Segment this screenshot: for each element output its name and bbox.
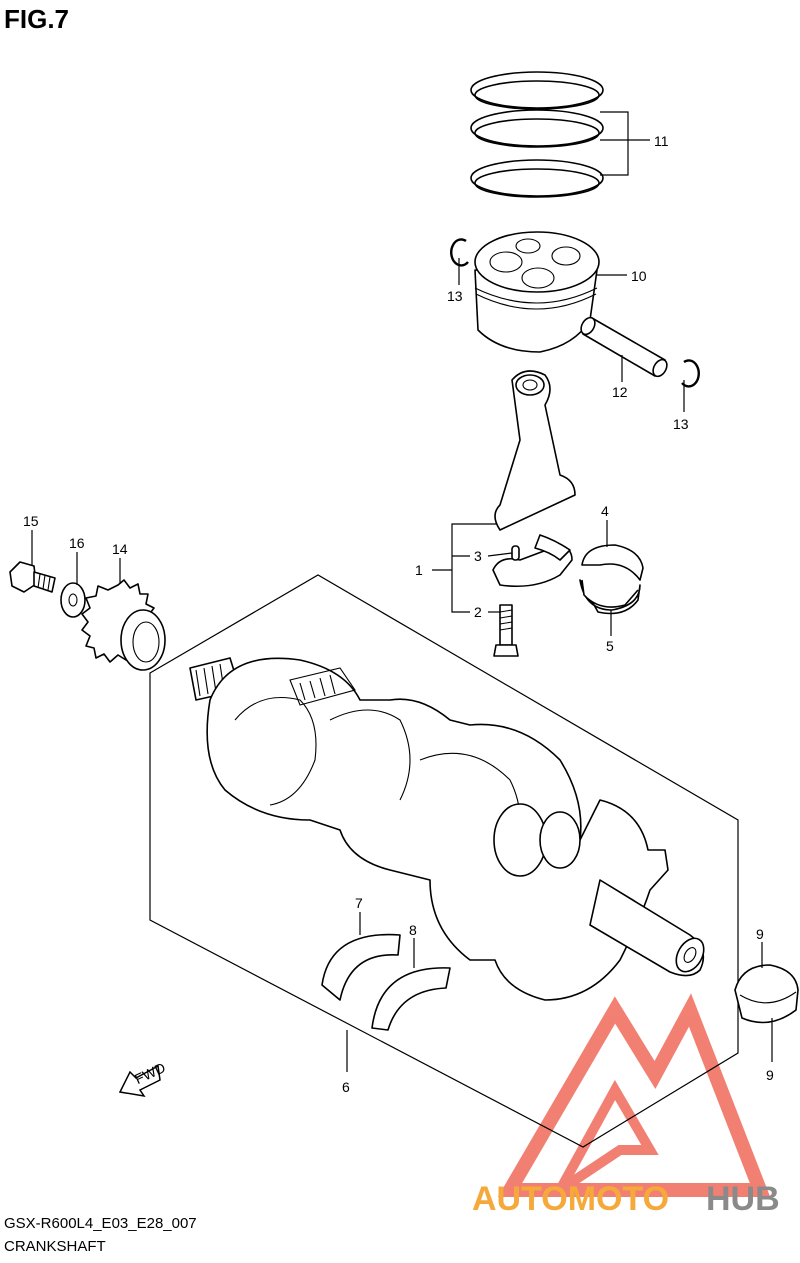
callout-3: 3 (474, 548, 482, 564)
section-name: CRANKSHAFT (4, 1238, 106, 1255)
callout-13-left: 13 (447, 288, 463, 304)
washer[interactable] (60, 582, 86, 618)
conrod-bolt[interactable] (493, 604, 519, 657)
thrust-bearing-7[interactable] (321, 933, 401, 1001)
gear-bolt[interactable] (9, 561, 56, 593)
main-bearing-9[interactable] (734, 964, 799, 1024)
piston-pin-circlip-left[interactable] (450, 238, 469, 267)
crankshaft-assembly-boundary (149, 574, 739, 1148)
callout-9-bottom: 9 (766, 1067, 774, 1083)
watermark-logo (497, 993, 771, 1197)
callout-10: 10 (631, 268, 647, 284)
piston-rings[interactable] (470, 71, 604, 198)
callout-4: 4 (601, 503, 609, 519)
watermark-triangle-mark (497, 993, 771, 1197)
figure-title: FIG.7 (4, 4, 70, 34)
callout-7: 7 (355, 895, 363, 911)
callout-12: 12 (612, 384, 628, 400)
callout-11: 11 (654, 133, 669, 149)
callout-2: 2 (474, 604, 482, 620)
model-code: GSX-R600L4_E03_E28_007 (4, 1215, 197, 1232)
callout-6: 6 (342, 1079, 350, 1095)
watermark-inner-mark (555, 1079, 659, 1195)
callout-15: 15 (23, 513, 39, 529)
watermark-text-automoto: AUTOMOTO (472, 1180, 669, 1218)
callout-5: 5 (606, 638, 614, 654)
conrod-bearing-upper[interactable] (581, 544, 644, 581)
leader-lines (31, 111, 773, 1072)
piston-pin[interactable] (578, 315, 669, 379)
callout-14: 14 (112, 541, 128, 557)
thrust-bearing-8[interactable] (371, 967, 451, 1031)
crankshaft[interactable] (189, 657, 709, 1001)
connecting-rod[interactable] (492, 370, 576, 588)
callout-1: 1 (415, 562, 423, 578)
watermark-text-hub: HUB (706, 1180, 780, 1218)
callout-8: 8 (409, 922, 417, 938)
crank-gear[interactable] (81, 579, 166, 671)
fwd-direction-arrow (118, 1064, 161, 1098)
callout-13-right: 13 (673, 416, 689, 432)
conrod-bearing-lower[interactable] (579, 579, 641, 615)
callout-9-top: 9 (756, 926, 764, 942)
callout-16: 16 (69, 535, 85, 551)
piston-pin-circlip-right[interactable] (681, 359, 700, 388)
piston[interactable] (474, 231, 600, 353)
